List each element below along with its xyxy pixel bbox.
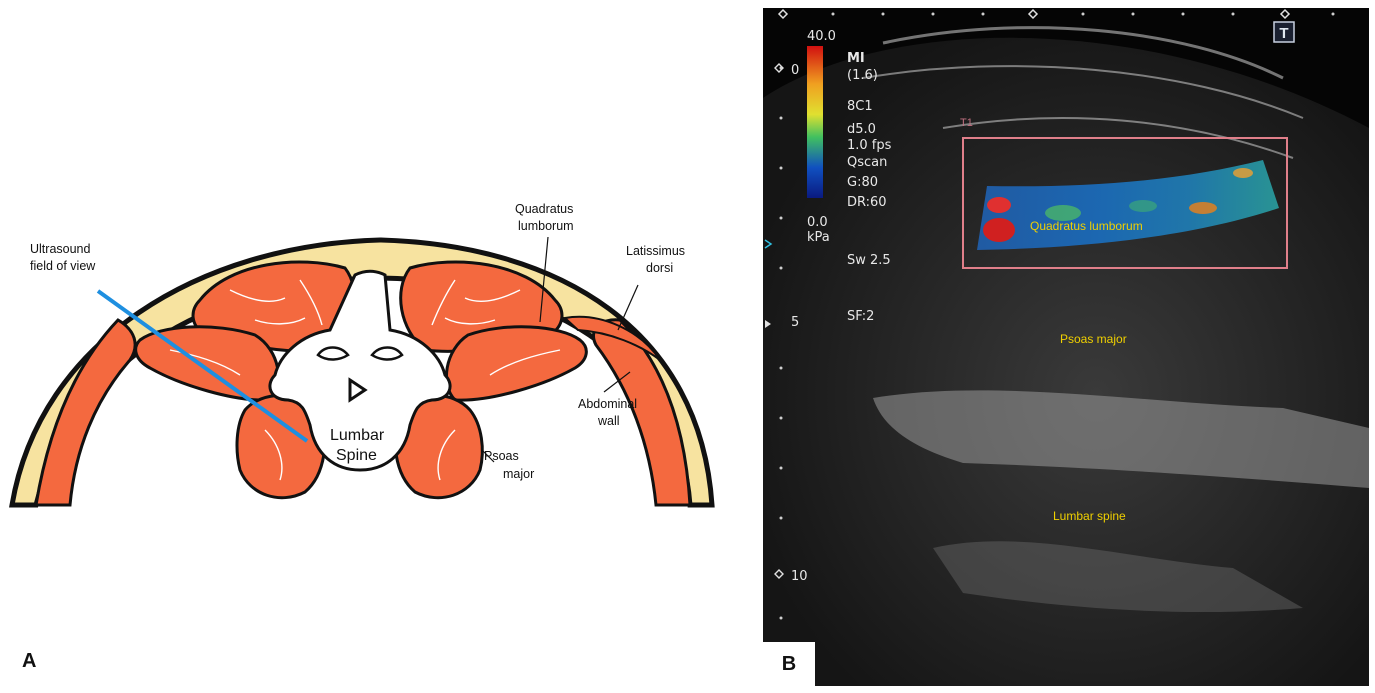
anatomy-svg: Ultrasound field of view Quadratus lumbo… bbox=[0, 0, 760, 688]
label-psoas-major: Psoas major bbox=[1060, 332, 1127, 346]
quadratus-lumborum-right bbox=[446, 327, 586, 400]
depth-10: 10 bbox=[791, 569, 808, 584]
param-probe: 8C1 bbox=[847, 99, 873, 114]
panel-label-a: A bbox=[22, 650, 36, 673]
depth-0: 0 bbox=[791, 63, 799, 78]
elasticity-color-bar bbox=[807, 46, 823, 198]
depth-5: 5 bbox=[791, 315, 799, 330]
scale-top: 40.0 bbox=[807, 29, 836, 44]
param-qscan: Qscan bbox=[847, 155, 887, 170]
param-dr: DR:60 bbox=[847, 195, 887, 210]
panel-a-diagram: Ultrasound field of view Quadratus lumbo… bbox=[0, 0, 760, 688]
param-mi: MI bbox=[847, 51, 865, 66]
label-spine-1: Lumbar bbox=[330, 427, 385, 444]
param-sf: SF:2 bbox=[847, 309, 874, 324]
panel-b-ultrasound: T 0 5 10 40.0 0.0 kPa MI (1.6) 8C1 d5.0 … bbox=[763, 8, 1369, 686]
scale-bottom-value: 0.0 bbox=[807, 215, 828, 230]
label-lumbar-spine: Lumbar spine bbox=[1053, 509, 1126, 523]
param-fps: 1.0 fps bbox=[847, 138, 892, 153]
label-quadratus-lumborum: Quadratus lumborum bbox=[1030, 219, 1143, 233]
label-ld-1: Latissimus bbox=[626, 244, 685, 258]
top-diamonds bbox=[779, 10, 1289, 18]
label-psoas-1: Psoas bbox=[484, 449, 519, 463]
top-scale bbox=[832, 13, 1335, 16]
label-aw-2: wall bbox=[597, 414, 620, 428]
label-ql-2: lumborum bbox=[518, 219, 574, 233]
label-aw-1: Abdominal bbox=[578, 397, 637, 411]
param-sw: Sw 2.5 bbox=[847, 253, 891, 268]
param-depth: d5.0 bbox=[847, 122, 876, 137]
label-ultrasound-1: Ultrasound bbox=[30, 242, 90, 256]
quadratus-lumborum-left bbox=[136, 327, 279, 400]
roi-label: T1 bbox=[960, 117, 973, 129]
label-spine-2: Spine bbox=[336, 447, 377, 464]
scale-bottom-unit: kPa bbox=[807, 230, 830, 245]
label-ld-2: dorsi bbox=[646, 261, 673, 275]
ultrasound-svg: T 0 5 10 40.0 0.0 kPa MI (1.6) 8C1 d5.0 … bbox=[763, 8, 1369, 686]
facet-left bbox=[318, 348, 348, 360]
label-ultrasound-2: field of view bbox=[30, 259, 96, 273]
label-ql-1: Quadratus bbox=[515, 202, 573, 216]
param-mi-value: (1.6) bbox=[847, 68, 878, 83]
panel-label-b: B bbox=[763, 642, 815, 686]
t-marker: T bbox=[1279, 25, 1288, 42]
param-gain: G:80 bbox=[847, 175, 878, 190]
label-psoas-2: major bbox=[503, 467, 534, 481]
facet-right bbox=[372, 348, 402, 360]
